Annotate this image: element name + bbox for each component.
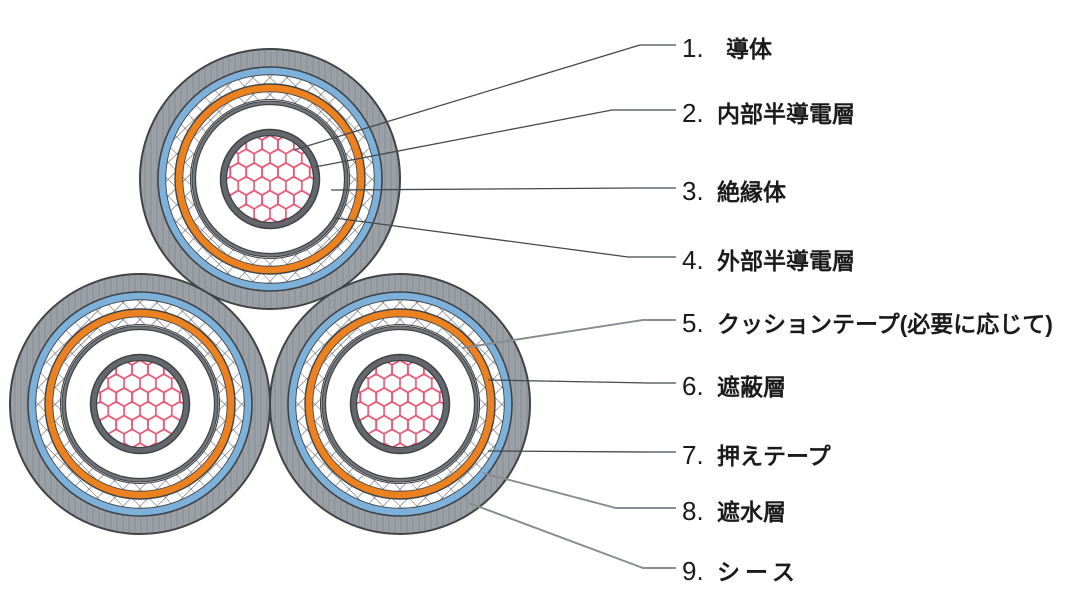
cable-core-top <box>140 49 400 309</box>
leader-line-4 <box>334 217 676 258</box>
cable-core-bottom-left <box>10 274 270 534</box>
leader-line-6 <box>487 379 676 384</box>
leader-line-2 <box>314 109 676 168</box>
leader-line-3 <box>330 187 676 191</box>
leader-line-5 <box>461 319 676 349</box>
leader-line-1 <box>293 44 676 151</box>
leader-line-7 <box>487 450 676 453</box>
cable-core-bottom-right <box>270 274 530 534</box>
leader-line-8 <box>482 472 676 509</box>
leader-line-9 <box>468 502 676 569</box>
